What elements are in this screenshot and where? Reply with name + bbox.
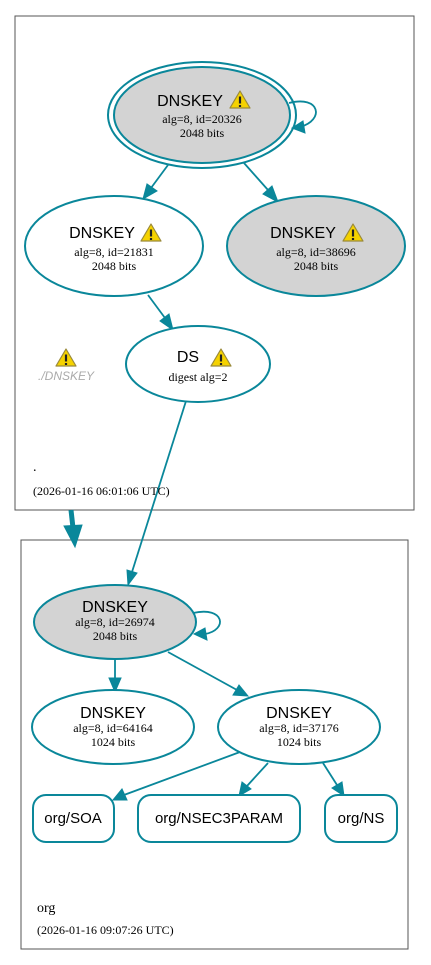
edge-org-ksk-zsk2 [167, 651, 238, 691]
warning-icon [55, 348, 77, 367]
edge-root-zsk1-ds [147, 294, 166, 319]
arrowhead [126, 569, 138, 587]
node-title: DNSKEY [82, 599, 148, 616]
edge-root-ksk-self [288, 100, 317, 128]
node-detail: 2048 bits [92, 259, 137, 273]
arrowhead [111, 788, 128, 801]
node-detail: alg=8, id=64164 [73, 721, 153, 735]
org-zsk2-node[interactable]: DNSKEY alg=8, id=37176 1024 bits [217, 689, 381, 765]
node-detail: 1024 bits [91, 735, 136, 749]
org-ns-node[interactable]: org/NS [324, 794, 398, 843]
edge-org-zsk2-nsec3param [246, 762, 269, 787]
rrset-label: org/NSEC3PARAM [155, 810, 283, 827]
edge-root-ksk-zsk1 [150, 164, 169, 189]
arrowhead [238, 781, 252, 798]
node-detail: digest alg=2 [168, 370, 227, 384]
node-title: DNSKEY [157, 93, 223, 110]
arrowhead [142, 183, 158, 201]
root-ksk-node[interactable]: DNSKEY alg=8, id=20326 2048 bits [107, 61, 297, 169]
org-nsec3param-node[interactable]: org/NSEC3PARAM [137, 794, 301, 843]
zone-root-box [14, 15, 415, 511]
edge-root-ksk-zsk2 [243, 162, 269, 191]
node-detail: 1024 bits [277, 735, 322, 749]
arrowhead [159, 313, 174, 332]
zone-org-box [20, 539, 409, 950]
edge-org-ksk-self [192, 610, 221, 635]
org-soa-node[interactable]: org/SOA [32, 794, 115, 843]
zone-root-name: . [33, 460, 37, 475]
node-title: DNSKEY [80, 705, 146, 722]
edge-org-zsk2-ns [322, 762, 338, 786]
edge-zone-delegation [68, 509, 76, 529]
org-ksk-node[interactable]: DNSKEY alg=8, id=26974 2048 bits [33, 584, 197, 660]
node-detail: alg=8, id=21831 [74, 245, 154, 259]
org-zsk1-node[interactable]: DNSKEY alg=8, id=64164 1024 bits [31, 689, 195, 765]
arrowhead [232, 684, 250, 697]
node-detail: 2048 bits [93, 629, 138, 643]
root-ds-node[interactable]: DS digest alg=2 [125, 325, 271, 403]
node-title: DNSKEY [270, 225, 336, 242]
node-title: DS [177, 349, 199, 366]
arrowhead [108, 677, 122, 694]
node-title: DNSKEY [266, 705, 332, 722]
root-zsk1-node[interactable]: DNSKEY alg=8, id=21831 2048 bits [24, 195, 204, 297]
rrset-label: org/SOA [44, 810, 102, 827]
zone-org-name: org [37, 901, 55, 916]
missing-dnskey-label: ./DNSKEY [38, 369, 95, 383]
edge-org-zsk2-soa [123, 751, 241, 796]
node-detail: alg=8, id=20326 [162, 112, 242, 126]
arrowhead [290, 120, 306, 134]
arrowhead [63, 524, 83, 549]
edge-ds-org-ksk [131, 400, 187, 573]
rrset-label: org/NS [338, 810, 385, 827]
missing-dnskey-node[interactable]: ./DNSKEY [38, 348, 95, 383]
root-zsk2-node[interactable]: DNSKEY alg=8, id=38696 2048 bits [226, 195, 406, 297]
arrowhead [192, 627, 208, 641]
node-detail: alg=8, id=38696 [276, 245, 356, 259]
node-detail: alg=8, id=37176 [259, 721, 339, 735]
node-detail: 2048 bits [180, 126, 225, 140]
node-title: DNSKEY [69, 225, 135, 242]
zone-org-timestamp: (2026-01-16 09:07:26 UTC) [37, 923, 174, 937]
arrowhead [331, 781, 345, 798]
node-detail: 2048 bits [294, 259, 339, 273]
zone-root-timestamp: (2026-01-16 06:01:06 UTC) [33, 484, 170, 498]
node-detail: alg=8, id=26974 [75, 615, 155, 629]
arrowhead [262, 185, 279, 204]
